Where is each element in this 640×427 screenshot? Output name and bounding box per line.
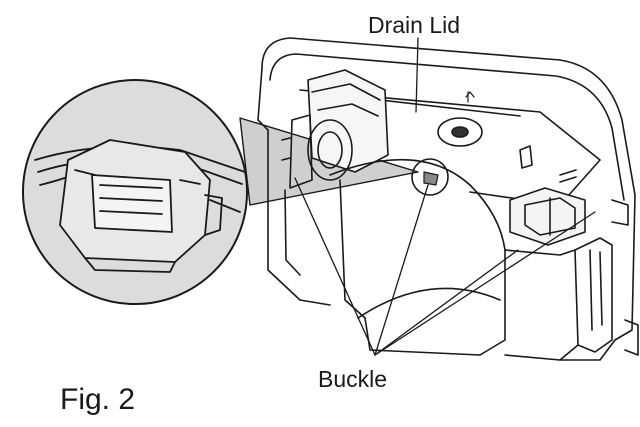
buckle-detail <box>423 171 439 186</box>
buckle-leader-3 <box>374 249 519 356</box>
zoomed-buckle <box>34 139 246 273</box>
magnifier-circle <box>22 79 248 305</box>
drain-lid-leader <box>415 37 419 113</box>
buckle-leader-4 <box>374 211 596 356</box>
drain-lid-label: Drain Lid <box>368 12 461 38</box>
buckle-leader-1 <box>294 177 376 356</box>
buckle-leader-2 <box>374 184 429 356</box>
figure-caption: Fig. 2 <box>60 383 136 416</box>
appliance-body <box>257 37 639 361</box>
leader-lines <box>294 37 596 356</box>
buckle-highlight-circle <box>411 158 449 196</box>
buckle-label: Buckle <box>318 366 388 392</box>
